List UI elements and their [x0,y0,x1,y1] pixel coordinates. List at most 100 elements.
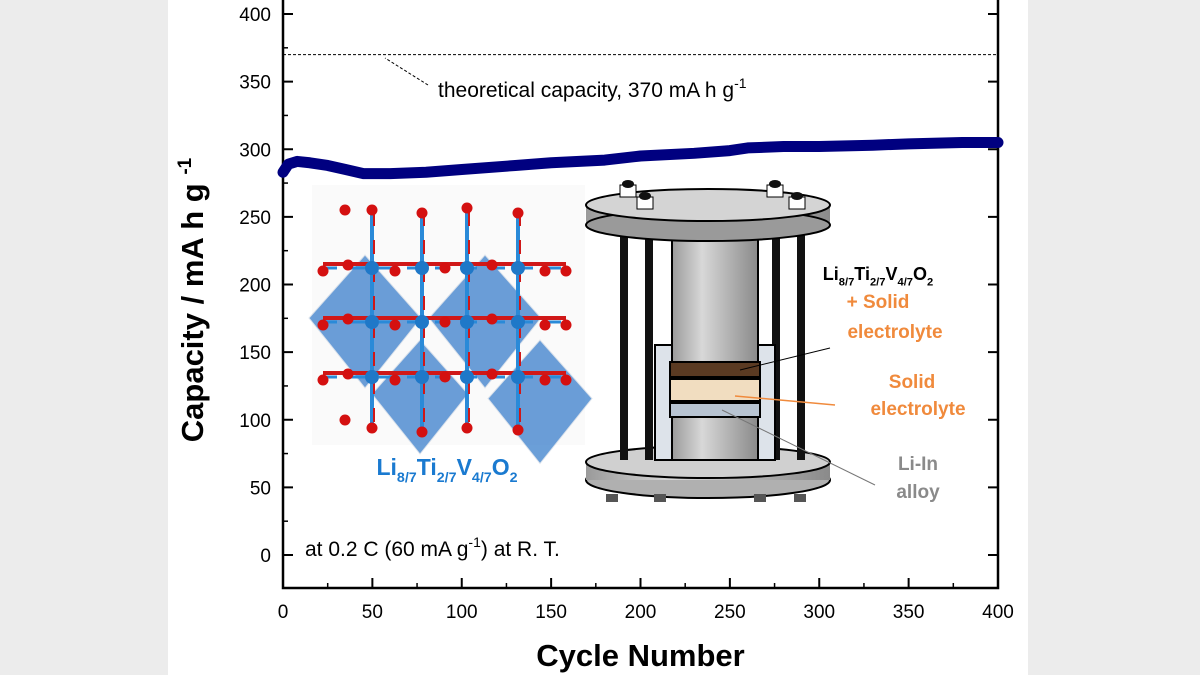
oxygen-atom [317,374,329,386]
oxygen-atom [342,368,354,380]
formula-subscript: 2/7 [437,470,457,486]
tie-rod [797,215,805,460]
capacity-data-point [358,168,369,179]
bolt-nut [622,180,634,188]
condition-superscript: -1 [468,534,481,550]
metal-atom [415,261,429,275]
foot [606,494,618,502]
y-axis-label-superscript: -1 [175,157,196,174]
formula-element: Li [376,454,396,480]
capacity-data-point [778,141,789,152]
metal-atom [511,315,525,329]
octahedron-3 [487,339,593,465]
oxygen-atom [389,319,401,331]
li-in-layer [669,402,761,418]
capacity-data-point [283,159,294,170]
oxygen-atom [439,371,451,383]
se-label-line2: electrolyte [870,399,965,420]
formula-element: Ti [854,264,870,284]
oxygen-atom [339,414,351,426]
oxygen-atom [461,202,473,214]
formula-subscript: 2 [927,276,933,288]
foot [794,494,806,502]
formula-subscript: 2/7 [870,276,886,288]
octahedron-1 [428,254,542,389]
x-tick-label: 50 [362,602,383,623]
capacity-data-point [304,157,315,168]
capacity-data-point [510,160,521,171]
electrolyte-leader-line [734,395,836,406]
capacity-data-point [456,164,467,175]
condition-label-end: ) at R. T. [481,538,560,561]
formula-subscript: 4/7 [472,470,492,486]
formula-element: Ti [417,454,437,480]
theoretical-label-superscript: -1 [734,75,747,91]
y-tick-label: 400 [239,5,271,26]
tie-rod [645,215,653,460]
metal-atom [365,261,379,275]
capacity-data-point [546,157,557,168]
x-tick-label: 0 [278,602,289,623]
formula-subscript: 4/7 [897,276,913,288]
figure-background [168,0,1028,675]
oxygen-atom [560,374,572,386]
y-axis-label: Capacity / mA h g -1 [175,157,210,442]
x-tick-label: 250 [714,602,746,623]
cathode-label-line1: + Solid [847,292,910,313]
oxygen-atom [486,259,498,271]
tie-rod [620,215,628,460]
oxygen-atom [416,207,428,219]
oxygen-atom [342,313,354,325]
theoretical-leader-line [384,57,429,86]
oxygen-atom [539,319,551,331]
oxygen-atom [416,426,428,438]
capacity-data-point [903,138,914,149]
formula-subscript: 2 [510,470,518,486]
anode-label-line2: alloy [896,482,940,503]
metal-atom [511,261,525,275]
capacity-data-point [724,145,735,156]
x-axis-label: Cycle Number [536,638,744,673]
oxygen-atom [342,259,354,271]
metal-atom [511,370,525,384]
cathode-leader-line [739,347,831,371]
capacity-data-point [689,148,700,159]
capacity-data-point [278,167,288,178]
formula-subscript: 8/7 [839,276,855,288]
crystal-structure-image [308,202,593,465]
capacity-data-point [867,140,878,151]
y-tick-label: 100 [239,411,271,432]
x-tick-label: 350 [893,602,925,623]
y-tick-label: 200 [239,276,271,297]
y-tick-label: 300 [239,140,271,161]
capacity-data-point [957,137,968,148]
formula-subscript: 8/7 [397,470,417,486]
y-tick-label: 0 [260,546,271,567]
formula-element: O [492,454,510,480]
oxygen-atom [439,316,451,328]
crystal-formula-label: Li8/7Ti2/7V4/7O2 [376,454,517,486]
bolt-nut [769,180,781,188]
oxygen-atom [317,265,329,277]
cell-schematic-image [585,180,876,502]
se-label-line1: Solid [889,372,935,393]
capacity-data-point [993,137,1003,148]
y-tick-label: 50 [250,478,271,499]
metal-atom [460,370,474,384]
cathode-layer [669,361,761,378]
piston [671,219,759,461]
y-tick-label: 150 [239,343,271,364]
theoretical-capacity-label: theoretical capacity, 370 mA h g-1 [438,75,747,102]
metal-atom [460,315,474,329]
y-tick-label: 250 [239,208,271,229]
x-tick-label: 200 [625,602,657,623]
capacity-data-point [322,160,333,171]
cathode-label-line2: electrolyte [847,322,942,343]
oxygen-atom [512,424,524,436]
oxygen-atom [539,374,551,386]
formula-element: O [913,264,927,284]
oxygen-atom [317,319,329,331]
metal-atom [415,315,429,329]
